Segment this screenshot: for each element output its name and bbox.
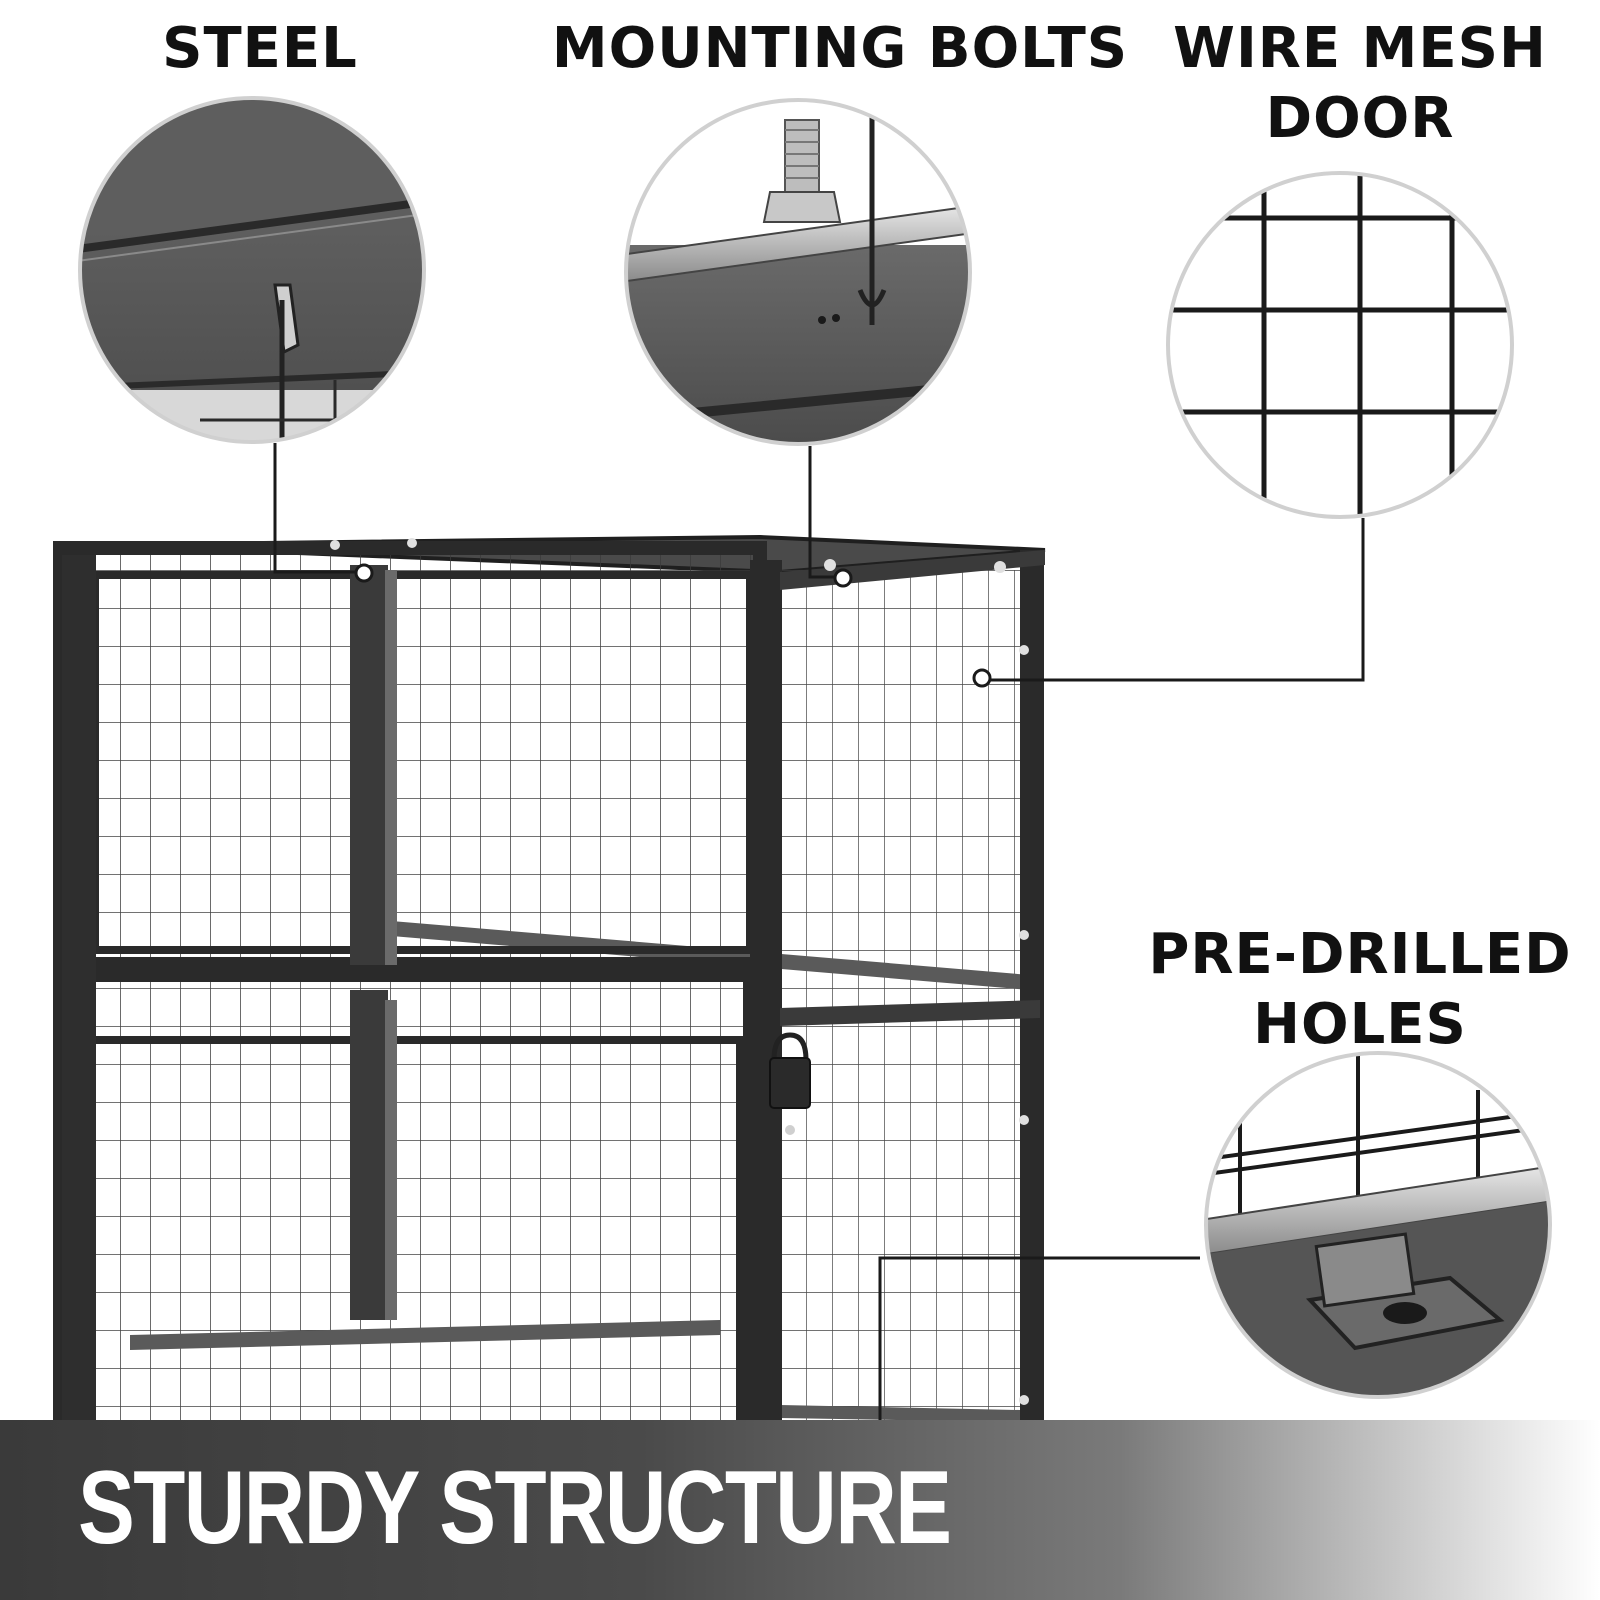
bolts-label-line1: MOUNTING BOLTS: [551, 16, 1129, 81]
bolts-leader-line: [808, 446, 835, 579]
banner-title: STURDY STRUCTURE: [78, 1450, 952, 1566]
cage-product: [53, 534, 1046, 1594]
bolts-circle-border: [624, 98, 972, 446]
steel-circle-border: [78, 96, 426, 444]
holes-leader-line: [878, 1256, 1200, 1448]
bottom-banner: [0, 1420, 1600, 1600]
mesh-label-line1: WIRE MESH: [1173, 16, 1547, 81]
callout-lines: [273, 443, 1365, 1460]
pre-drilled-holes-label: PRE-DRILLED HOLES: [1140, 920, 1580, 1060]
mesh-detail-circle: [1168, 173, 1512, 517]
steel-leader-line: [273, 443, 356, 574]
wire-mesh-door-label: WIRE MESH DOOR: [1150, 14, 1570, 154]
steel-detail-circle: [80, 98, 424, 442]
mounting-bolts-label: MOUNTING BOLTS: [540, 14, 1140, 84]
mesh-label-line2: DOOR: [1265, 86, 1455, 151]
holes-label-line1: PRE-DRILLED: [1148, 922, 1572, 987]
bolts-detail-circle: [626, 100, 970, 444]
padlock-icon: [769, 1032, 811, 1135]
holes-label-line2: HOLES: [1253, 992, 1467, 1057]
holes-detail-circle: [1206, 1053, 1550, 1397]
steel-label-line1: STEEL: [162, 16, 358, 81]
mesh-leader-line: [990, 518, 1365, 682]
steel-label: STEEL: [110, 14, 410, 84]
holes-circle-border: [1204, 1051, 1552, 1399]
mesh-circle-border: [1166, 171, 1514, 519]
